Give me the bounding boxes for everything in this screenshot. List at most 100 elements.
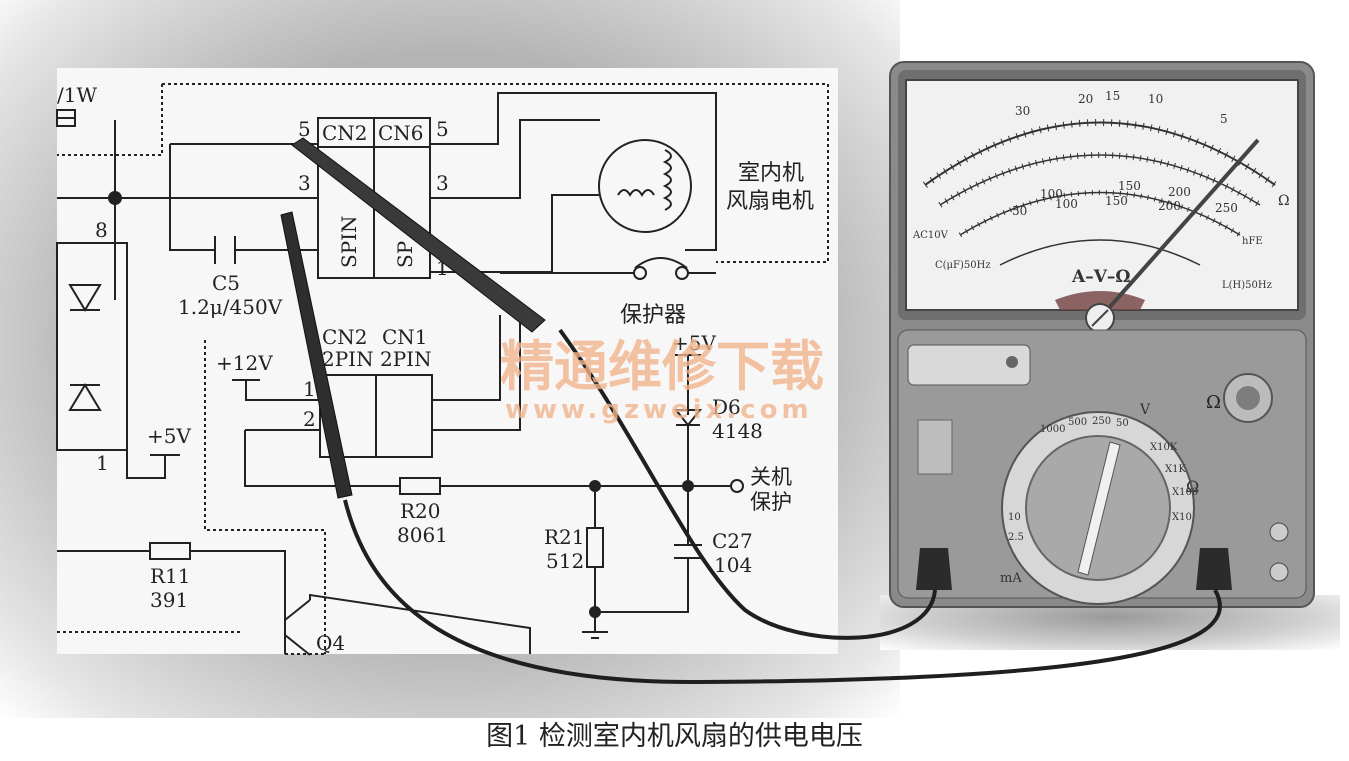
scale-top-2: 15	[1105, 89, 1120, 103]
label-spin-left: SPIN	[337, 215, 361, 268]
schematic-paper	[57, 68, 838, 654]
scale-mid-2: 200	[1168, 185, 1191, 199]
label-pin2-bottom: 2	[303, 407, 316, 431]
jack-right-top[interactable]	[1269, 522, 1289, 542]
label-protector: 保护器	[620, 303, 686, 328]
label-12v: +12V	[216, 351, 273, 375]
label-d6-name: D6	[712, 395, 741, 419]
node-r21	[589, 480, 601, 492]
label-omega-scale: Ω	[1278, 193, 1290, 209]
dial-labels: 1000 500 250 50 10 2.5 X10K X1K X100 X10…	[1000, 402, 1199, 586]
protector-terminal-left	[633, 266, 647, 280]
r21-resistor	[586, 527, 604, 568]
dial-range-5: 2.5	[1008, 532, 1024, 543]
scale-inner-3: 200	[1158, 199, 1181, 213]
r20-resistor	[399, 477, 441, 495]
node-c27	[682, 480, 694, 492]
probe-plug-left	[916, 548, 952, 590]
q4-transistor	[284, 599, 311, 656]
scale-inner-1: 100	[1055, 197, 1078, 211]
label-5v-top: +5V	[672, 331, 716, 355]
watermark-title: 精通维修下载	[500, 335, 824, 398]
label-func: A–V–Ω	[1071, 267, 1131, 287]
optocoupler-block	[56, 242, 128, 451]
label-r11-value: 391	[150, 588, 188, 612]
scale-top-4: 5	[1220, 112, 1228, 126]
probe-left	[280, 211, 353, 499]
label-cn6-top: CN6	[378, 121, 424, 145]
cable-probe-right	[558, 328, 937, 640]
motor-coil-1	[662, 149, 672, 211]
motor-coil-2	[617, 189, 655, 197]
label-c27-value: 104	[714, 553, 752, 577]
dial-ohm-0: X10K	[1150, 442, 1178, 453]
battery-window	[907, 344, 1031, 386]
protector-terminal-right	[675, 266, 689, 280]
label-cn2-pins: 2PIN	[322, 347, 374, 371]
label-lh: L(H)50Hz	[1222, 280, 1272, 291]
label-cap: C(μF)50Hz	[935, 260, 991, 271]
scale-mid-3: 250	[1215, 201, 1238, 215]
wire-motor-3	[430, 119, 600, 199]
ohm-adjust-center	[1236, 386, 1260, 410]
cable-probe-left	[343, 499, 1222, 685]
dial-range-4: 10	[1008, 512, 1021, 523]
resistor-top-left	[56, 109, 76, 127]
jack-right-bottom[interactable]	[1269, 562, 1289, 582]
label-5v-left: +5V	[147, 424, 191, 448]
label-r20-name: R20	[400, 499, 441, 523]
probes	[280, 137, 546, 499]
dial-range-1: 500	[1068, 417, 1087, 428]
label-motor-1: 室内机	[738, 161, 804, 186]
label-r21-name: R21	[544, 525, 585, 549]
off-protect-terminal	[730, 479, 744, 493]
scale-top-0: 30	[1015, 104, 1030, 118]
fan-motor-circle	[598, 139, 692, 233]
label-pin5-right: 5	[436, 117, 449, 141]
meter-needle	[1098, 138, 1260, 320]
multimeter: 30 20 15 10 5 100 150 200 250 50 100 150…	[889, 61, 1315, 608]
label-cn2-bottom: CN2	[322, 325, 368, 349]
label-off-protect-2: 保护	[750, 490, 792, 514]
transistor-socket[interactable]	[917, 419, 953, 475]
meter-mirror	[1055, 291, 1145, 310]
node-left	[108, 191, 122, 205]
label-c5-value: 1.2μ/450V	[178, 295, 283, 319]
wire-12v	[232, 379, 320, 401]
dotted-border-left	[57, 84, 163, 156]
label-adjust-omega: Ω	[1206, 392, 1221, 413]
c27-capacitor	[595, 425, 702, 613]
dotted-border-lower	[204, 340, 326, 654]
range-knob-pointer	[1077, 441, 1121, 576]
label-spin-right: SP	[393, 241, 417, 268]
meter-face	[905, 79, 1299, 311]
label-cn2-top: CN2	[322, 121, 368, 145]
label-c27-name: C27	[712, 529, 753, 553]
label-off-protect-1: 关机	[750, 465, 792, 489]
figure-caption: 图1 检测室内机风扇的供电电压	[486, 721, 863, 752]
probe-cables	[343, 328, 1222, 685]
wire-5v-left	[126, 450, 166, 479]
label-pin1-bottom: 1	[303, 377, 316, 401]
screw-slot	[1091, 309, 1109, 327]
label-r21-value: 512	[546, 549, 584, 573]
label-pin3-right: 3	[436, 171, 449, 195]
label-cn1: CN1	[382, 325, 428, 349]
meter-scales	[922, 119, 1278, 266]
scale-arc-ac	[959, 191, 1241, 236]
wire-q4	[309, 593, 531, 654]
label-r11-name: R11	[150, 564, 191, 588]
scale-mid-1: 150	[1118, 179, 1141, 193]
meter-scale-labels: 30 20 15 10 5 100 150 200 250 50 100 150…	[912, 89, 1290, 291]
dial-ohm-1: X1K	[1165, 464, 1186, 475]
probe-right	[291, 137, 546, 333]
dial-ohm-2: X100	[1172, 487, 1198, 498]
scale-top-3: 10	[1148, 92, 1163, 106]
label-r20-value: 8061	[397, 523, 448, 547]
label-ac10v: AC10V	[912, 230, 949, 241]
dial-ohm-3: X10	[1172, 512, 1192, 523]
wire-cn1	[432, 315, 521, 431]
scale-inner-2: 150	[1105, 194, 1128, 208]
triac-symbol	[68, 284, 102, 312]
